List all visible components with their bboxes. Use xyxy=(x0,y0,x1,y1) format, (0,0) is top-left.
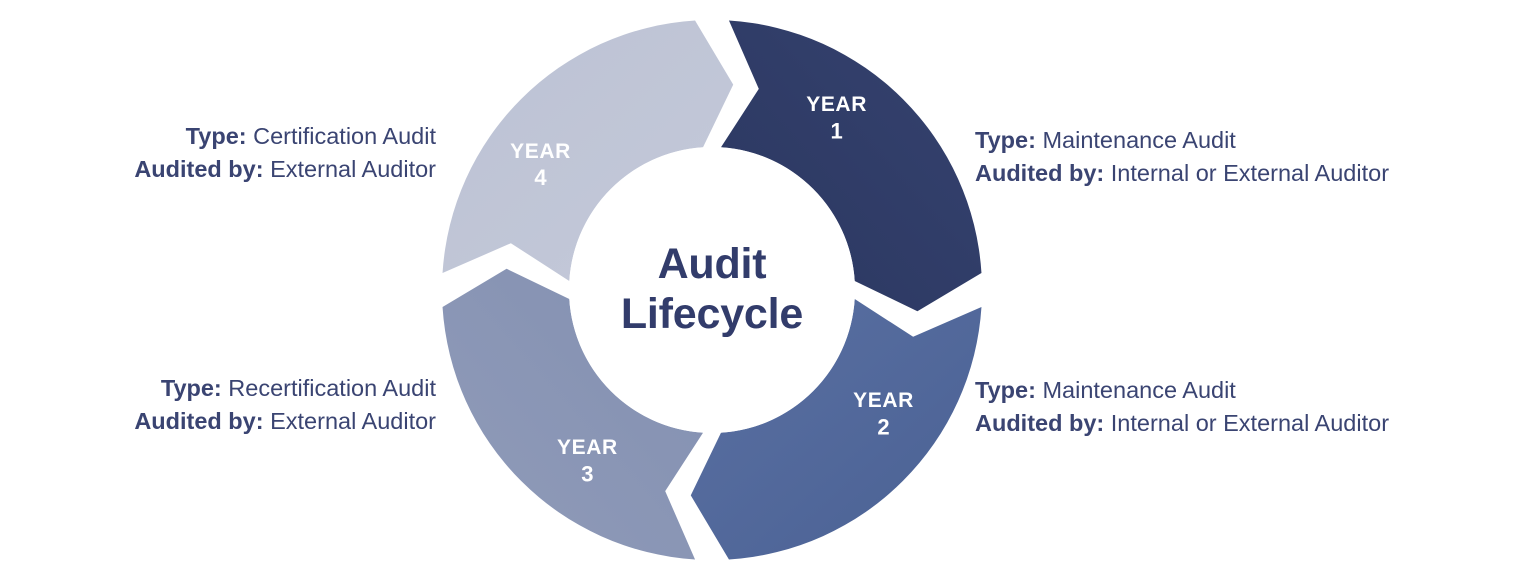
callout-year4-audited-value: External Auditor xyxy=(270,408,436,435)
segment-year3-year-number: 3 xyxy=(581,461,593,486)
callout-year4-audited-key: Audited by: xyxy=(134,408,264,435)
callout-year1-type-row: Type: Certification Audit xyxy=(134,120,436,153)
center-hub: Audit Lifecycle xyxy=(569,147,855,433)
callout-year3-audited-key: Audited by: xyxy=(975,410,1105,437)
center-title-line2: Lifecycle xyxy=(620,290,804,338)
cycle-segment-year2[interactable] xyxy=(690,298,982,560)
cycle-segment-year4[interactable] xyxy=(442,20,734,282)
center-title-line1: Audit xyxy=(657,240,767,289)
callout-year1: Type: Certification Audit Audited by: Ex… xyxy=(134,120,436,187)
callout-year3-type-key: Type: xyxy=(975,377,1036,403)
segment-year3-year-word: YEAR xyxy=(557,436,618,459)
callout-year1-audited-row: Audited by: External Auditor xyxy=(134,153,436,186)
cycle-segment-year3[interactable] xyxy=(442,268,704,560)
callout-year2-type-value: Maintenance Audit xyxy=(1042,127,1236,153)
callout-year2-audited-value: Internal or External Auditor xyxy=(1110,160,1390,187)
callout-year2-type-key: Type: xyxy=(975,127,1036,153)
callout-year3-audited-row: Audited by: Internal or External Auditor xyxy=(975,407,1389,440)
callout-year4-audited-row: Audited by: External Auditor xyxy=(134,405,436,438)
callout-year2-audited-row: Audited by: Internal or External Auditor xyxy=(975,157,1389,190)
callout-year4-type-row: Type: Recertification Audit xyxy=(134,372,436,405)
callout-year3-type-value: Maintenance Audit xyxy=(1042,377,1236,403)
callout-year1-audited-key: Audited by: xyxy=(134,156,264,183)
callout-year1-type-value: Certification Audit xyxy=(253,123,436,149)
segment-year4-year-number: 4 xyxy=(534,165,547,190)
callout-year3: Type: Maintenance Audit Audited by: Inte… xyxy=(975,374,1389,441)
callout-year2: Type: Maintenance Audit Audited by: Inte… xyxy=(975,124,1389,191)
segment-year2-year-number: 2 xyxy=(877,414,889,439)
cycle-segments xyxy=(442,20,982,560)
segment-year1-year-number: 1 xyxy=(830,118,842,143)
callout-year4: Type: Recertification Audit Audited by: … xyxy=(134,372,436,439)
segment-year4-year-word: YEAR xyxy=(510,140,571,163)
callout-year3-audited-value: Internal or External Auditor xyxy=(1110,410,1390,437)
callout-year1-type-key: Type: xyxy=(185,123,247,149)
callout-year2-audited-key: Audited by: xyxy=(975,160,1105,187)
callout-year3-type-row: Type: Maintenance Audit xyxy=(975,374,1389,407)
segment-year1-year-word: YEAR xyxy=(806,93,867,116)
callout-year4-type-key: Type: xyxy=(160,375,222,401)
cycle-segment-year1[interactable] xyxy=(720,20,982,312)
callout-year2-type-row: Type: Maintenance Audit xyxy=(975,124,1389,157)
callout-year4-type-value: Recertification Audit xyxy=(228,375,436,401)
segment-year2-year-word: YEAR xyxy=(853,389,914,412)
callout-year1-audited-value: External Auditor xyxy=(270,156,436,183)
